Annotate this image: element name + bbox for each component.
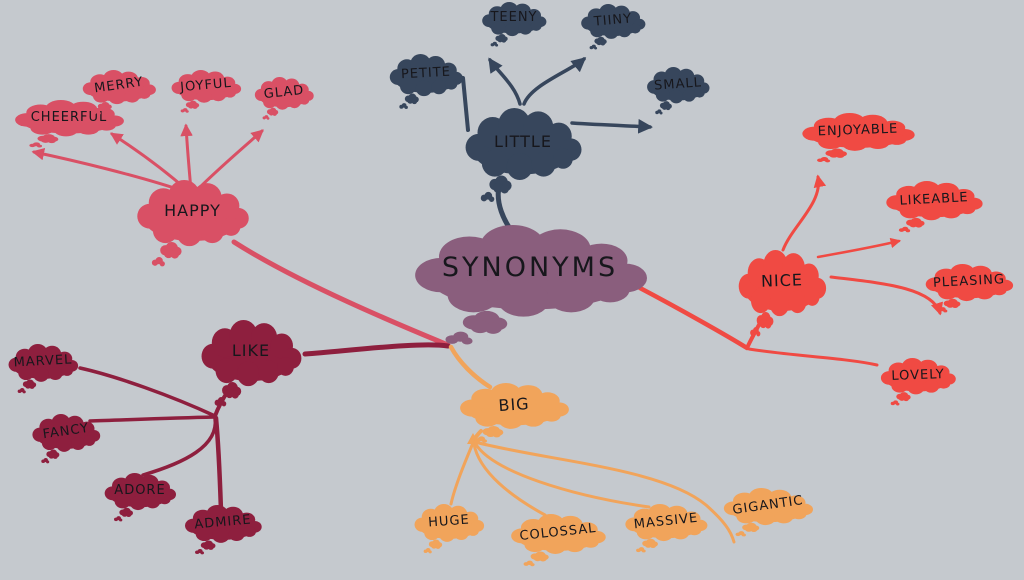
cloud-icon [185, 505, 262, 555]
node-enjoyable[interactable]: ENJOYABLE [795, 113, 921, 165]
cloud-icon [104, 473, 176, 522]
edge-junction-fancy [88, 415, 216, 423]
edge-little-petite [461, 76, 470, 132]
node-adore[interactable]: ADORE [100, 473, 180, 524]
cloud-icon [886, 181, 983, 233]
node-joyful[interactable]: JOYFUL [167, 70, 245, 115]
cloud-icon [482, 2, 547, 47]
cloud-icon [460, 383, 569, 443]
cloud-icon [465, 108, 582, 202]
cloud-icon [8, 344, 79, 394]
edge-happy-synonyms [231, 239, 451, 348]
node-teeny[interactable]: TEENY [478, 2, 550, 49]
node-massive[interactable]: MASSIVE [620, 504, 712, 555]
edge-like-synonyms [302, 342, 451, 357]
edge-synonyms-nice [637, 285, 750, 351]
cloud-icon [647, 67, 710, 115]
node-huge[interactable]: HUGE [410, 504, 488, 556]
node-small[interactable]: SMALL [643, 67, 713, 117]
node-lovely[interactable]: LOVELY [876, 358, 960, 408]
node-big[interactable]: BIG [453, 383, 575, 446]
edge-little-tiiny [522, 57, 587, 106]
cloud-icon [880, 358, 956, 406]
cloud-icon [625, 504, 708, 553]
edge-nice-likeable [816, 237, 902, 259]
node-fancy[interactable]: FANCY [28, 414, 104, 466]
cloud-icon [738, 250, 827, 337]
cloud-icon [254, 77, 314, 120]
node-glad[interactable]: GLAD [251, 77, 317, 122]
cloud-icon [511, 514, 606, 567]
edge-synonyms-big [448, 344, 493, 390]
edge-happy-cheerful [31, 147, 188, 194]
edge-little-teeny [488, 57, 522, 106]
edge-junction-marvel [78, 366, 217, 418]
cloud-icon [137, 180, 249, 267]
edge-junction-admire [213, 415, 224, 514]
cloud-icon [802, 113, 915, 163]
edge-junction-gigantic [473, 440, 736, 544]
node-likeable[interactable]: LIKEABLE [880, 181, 988, 235]
cloud-icon [581, 4, 646, 50]
node-like[interactable]: LIKE [195, 320, 307, 411]
cloud-icon [415, 225, 647, 345]
node-tiiny[interactable]: TIINY [577, 4, 649, 52]
node-colossal[interactable]: COLOSSAL [505, 514, 611, 569]
cloud-icon [389, 54, 463, 110]
edge-junction-massive [473, 441, 651, 509]
node-happy[interactable]: HAPPY [130, 180, 255, 271]
node-pleasing[interactable]: PLEASING [920, 264, 1018, 315]
cloud-icon [414, 504, 485, 554]
node-petite[interactable]: PETITE [385, 54, 467, 112]
edge-junction-huge [449, 441, 475, 506]
node-merry[interactable]: MERRY [78, 70, 160, 117]
node-synonyms[interactable]: SYNONYMS [400, 225, 660, 351]
node-gigantic[interactable]: GIGANTIC [718, 488, 818, 539]
edge-nice-enjoyable [781, 174, 827, 252]
node-nice[interactable]: NICE [733, 250, 831, 341]
edge-nice-pleasing [829, 275, 944, 316]
edge-little-small [570, 118, 653, 134]
cloud-icon [723, 488, 813, 537]
cloud-icon [201, 320, 302, 407]
edge-junction-colossal [472, 442, 547, 517]
cloud-icon [82, 70, 156, 115]
edge-junction-adore [141, 416, 217, 477]
node-admire[interactable]: ADMIRE [180, 505, 266, 557]
cloud-icon [925, 264, 1014, 313]
edge-junction-lovely [747, 347, 879, 367]
node-little[interactable]: LITTLE [458, 108, 588, 207]
cloud-icon [32, 414, 101, 464]
node-marvel[interactable]: MARVEL [4, 344, 82, 396]
cloud-icon [171, 70, 242, 113]
